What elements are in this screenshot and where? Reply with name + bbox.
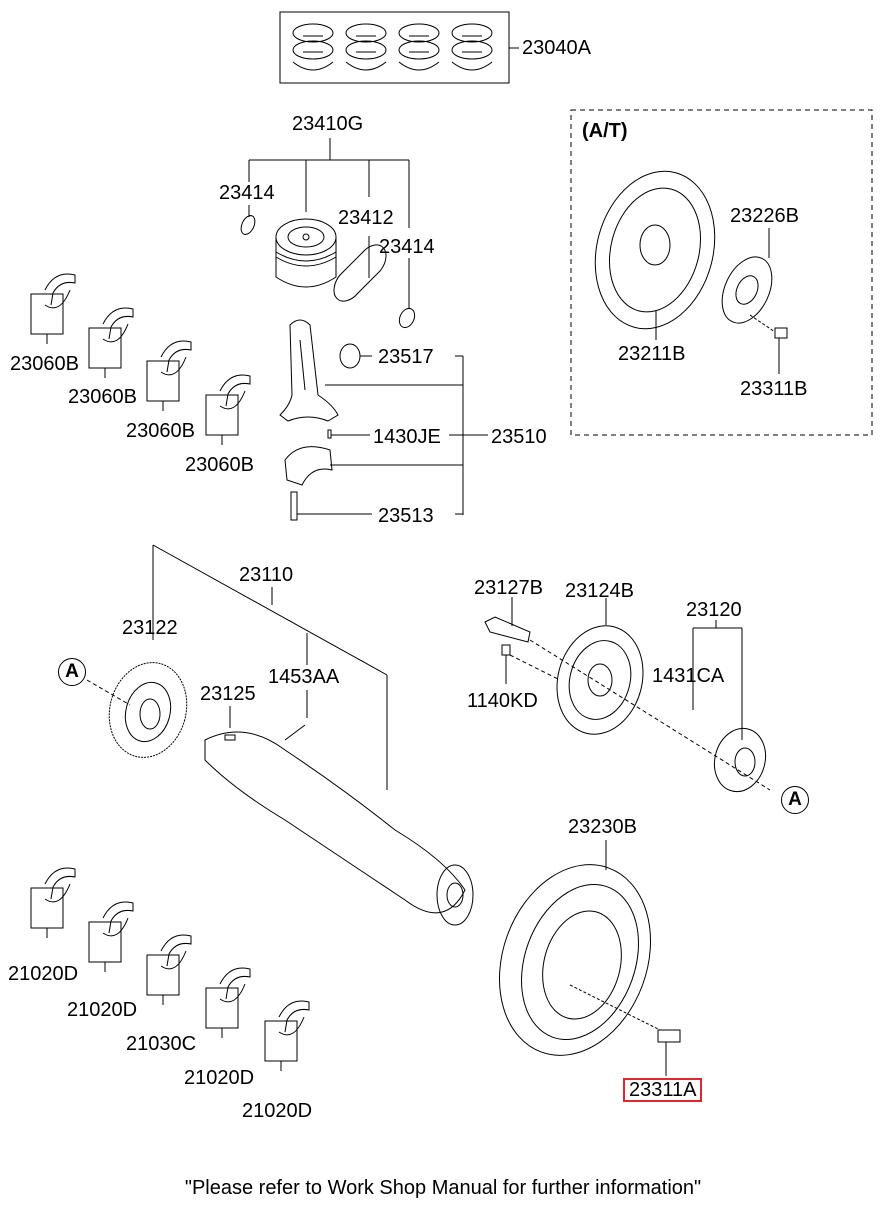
part-label-21020D-2[interactable]: 21020D — [67, 999, 138, 1021]
section-title-automatic-transmission: (A/T) — [582, 120, 628, 142]
part-label-23414-left[interactable]: 23414 — [219, 182, 275, 204]
part-label-1140KD[interactable]: 1140KD — [467, 690, 538, 712]
part-label-23110[interactable]: 23110 — [239, 564, 294, 586]
flywheel-illustration — [474, 840, 680, 1077]
part-label-23412[interactable]: 23412 — [338, 207, 394, 229]
footer-note: "Please refer to Work Shop Manual for fu… — [184, 1177, 702, 1199]
automatic-transmission-section-illustration — [571, 110, 872, 435]
part-label-23517[interactable]: 23517 — [378, 346, 434, 368]
part-label-23060B-3[interactable]: 23060B — [126, 420, 195, 442]
part-label-23127B[interactable]: 23127B — [474, 577, 543, 599]
part-label-23060B-4[interactable]: 23060B — [185, 454, 254, 476]
piston-ring-set-illustration — [280, 12, 519, 83]
part-label-23120[interactable]: 23120 — [686, 599, 742, 621]
part-label-23122[interactable]: 23122 — [122, 617, 178, 639]
part-label-23040A[interactable]: 23040A — [522, 37, 591, 59]
part-label-23125[interactable]: 23125 — [200, 683, 256, 705]
part-label-23211B[interactable]: 23211B — [618, 343, 686, 365]
part-label-23226B[interactable]: 23226B — [730, 205, 799, 227]
part-label-23513[interactable]: 23513 — [378, 505, 434, 527]
connecting-rod-illustration — [280, 320, 488, 520]
part-label-1453AA[interactable]: 1453AA — [268, 666, 340, 688]
part-label-23060B-1[interactable]: 23060B — [10, 353, 79, 375]
callout-marker-a-right: A — [781, 786, 809, 814]
crankshaft-illustration — [87, 545, 473, 925]
piston-assembly-illustration — [238, 138, 417, 330]
part-label-23060B-2[interactable]: 23060B — [68, 386, 137, 408]
connecting-rod-bearings-illustration — [31, 274, 251, 446]
part-label-1431CA[interactable]: 1431CA — [652, 665, 725, 687]
part-label-21020D-1[interactable]: 21020D — [8, 963, 79, 985]
part-label-21030C[interactable]: 21030C — [126, 1033, 197, 1055]
part-label-23414-right[interactable]: 23414 — [379, 236, 435, 258]
part-label-21020D-3[interactable]: 21020D — [184, 1067, 255, 1089]
part-label-1430JE[interactable]: 1430JE — [373, 426, 441, 448]
part-label-21020D-4[interactable]: 21020D — [242, 1100, 313, 1122]
part-label-23230B[interactable]: 23230B — [568, 816, 637, 838]
callout-marker-a-left: A — [58, 658, 86, 686]
part-label-23311A-selected[interactable]: 23311A — [623, 1078, 703, 1102]
part-label-23311B[interactable]: 23311B — [740, 378, 808, 400]
part-label-23410G[interactable]: 23410G — [292, 113, 364, 135]
crankshaft-pulley-illustration — [485, 597, 772, 797]
part-label-23124B[interactable]: 23124B — [565, 580, 634, 602]
part-label-23510[interactable]: 23510 — [491, 426, 547, 448]
